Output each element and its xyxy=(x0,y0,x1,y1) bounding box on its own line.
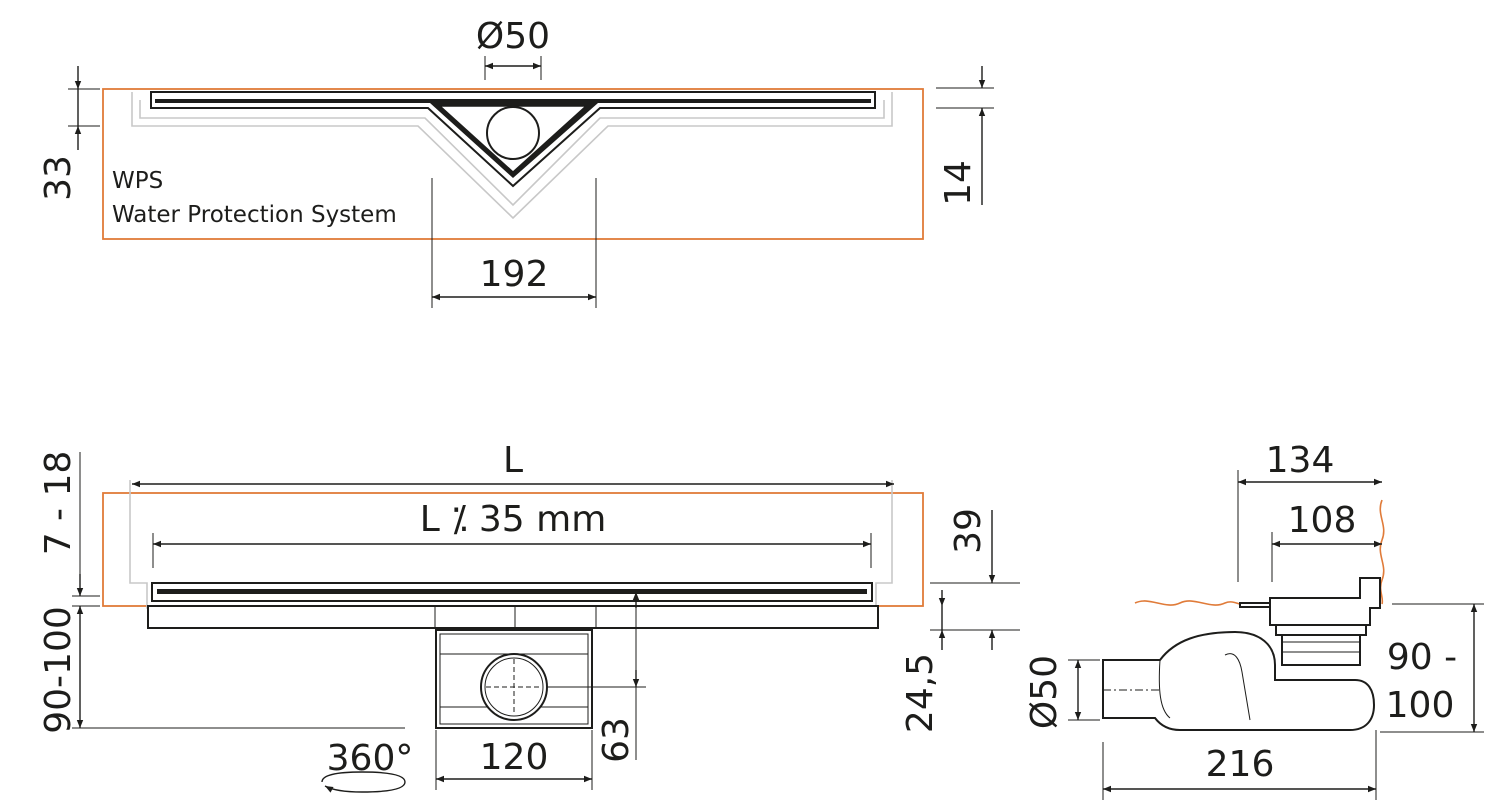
mid-height-label: 24,5 xyxy=(900,653,941,733)
base-height-label: 90-100 xyxy=(38,606,79,734)
top-height-label: 33 xyxy=(38,155,79,201)
outlet-width-label: 120 xyxy=(480,737,549,778)
section-base-width-label: 216 xyxy=(1206,744,1275,785)
top-height-39-label: 39 xyxy=(948,508,989,554)
section-height-line2: 100 xyxy=(1386,685,1455,726)
rotation-label: 360° xyxy=(327,738,414,779)
section-width-108: 108 xyxy=(1288,500,1357,541)
outlet-height-label: 63 xyxy=(596,717,637,763)
floor-line xyxy=(1134,600,1241,606)
ghost-inner-outline xyxy=(139,100,885,207)
ghost-outline xyxy=(131,92,893,220)
section-view: 134 108 90 - 100 Ø50 216 xyxy=(1024,440,1484,800)
wps-frame xyxy=(102,88,924,240)
top-depth-label: 14 xyxy=(938,160,979,206)
section-dia-label: Ø50 xyxy=(1024,655,1065,729)
top-view: Ø50 33 14 192 WPS Water Protection Syste… xyxy=(38,16,994,308)
length-label: L xyxy=(503,440,523,481)
side-view: L L ⁒ 35 mm 7 - 18 90-100 360° 120 63 xyxy=(38,440,1020,793)
wall-line xyxy=(1379,499,1385,605)
adjust-label: 7 - 18 xyxy=(38,451,79,556)
section-width-134: 134 xyxy=(1266,440,1335,481)
outlet-circle xyxy=(486,106,540,160)
rotation-arrow xyxy=(321,771,406,793)
section-trap-body xyxy=(1102,630,1376,731)
wps-title: WPS xyxy=(112,168,163,194)
top-dia-label: Ø50 xyxy=(476,16,550,57)
side-channel xyxy=(147,605,879,629)
section-drain-top xyxy=(1269,577,1381,626)
top-width-label: 192 xyxy=(480,254,549,295)
section-trap-neck xyxy=(1281,634,1361,666)
section-height-line1: 90 - xyxy=(1387,637,1457,678)
wps-subtitle: Water Protection System xyxy=(112,202,397,228)
inner-length-label: L ⁒ 35 mm xyxy=(420,499,607,540)
